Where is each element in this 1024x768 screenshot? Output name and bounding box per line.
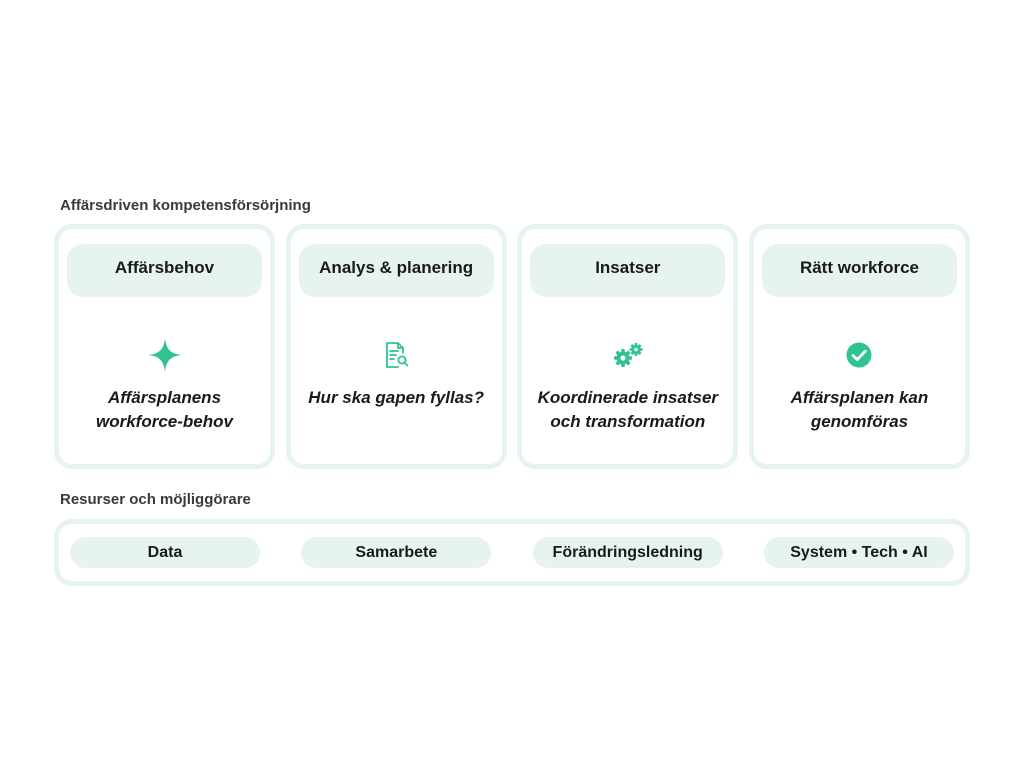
enabler-samarbete: Samarbete bbox=[301, 537, 492, 568]
card-header: Affärsbehov bbox=[67, 244, 262, 297]
document-search-icon bbox=[378, 337, 414, 373]
card-header: Analys & planering bbox=[298, 244, 494, 297]
process-cards: Affärsbehov Affärsplanens workforce-beho… bbox=[54, 224, 970, 469]
card-analys-planering: Analys & planering Hur ska gapen fyllas? bbox=[285, 224, 507, 469]
check-circle-icon bbox=[841, 337, 877, 373]
sparkle-icon bbox=[147, 337, 183, 373]
card-header: Insatser bbox=[530, 244, 726, 297]
section-title-competence: Affärsdriven kompetensförsörjning bbox=[60, 197, 311, 214]
enabler-forandringsledning: Förändringsledning bbox=[532, 537, 723, 568]
card-description: Hur ska gapen fyllas? bbox=[308, 388, 485, 407]
card-affarsbehov: Affärsbehov Affärsplanens workforce-beho… bbox=[54, 224, 275, 469]
card-header: Rätt workforce bbox=[761, 244, 957, 297]
enabler-system-tech-ai: System • Tech • AI bbox=[763, 537, 954, 568]
card-insatser: Insatser bbox=[517, 224, 739, 469]
card-description: Affärsplanens workforce-behov bbox=[96, 388, 233, 431]
section-title-enablers: Resurser och möjliggörare bbox=[60, 491, 251, 508]
enablers-panel: Data Samarbete Förändringsledning System… bbox=[54, 519, 970, 586]
enabler-data: Data bbox=[70, 537, 260, 568]
card-description: Affärsplanen kan genomföras bbox=[790, 388, 929, 431]
gears-icon bbox=[610, 337, 646, 373]
card-ratt-workforce: Rätt workforce Affärsplanen kan genomför… bbox=[748, 224, 970, 469]
card-description: Koordinerade insatser och transformation bbox=[537, 388, 719, 431]
